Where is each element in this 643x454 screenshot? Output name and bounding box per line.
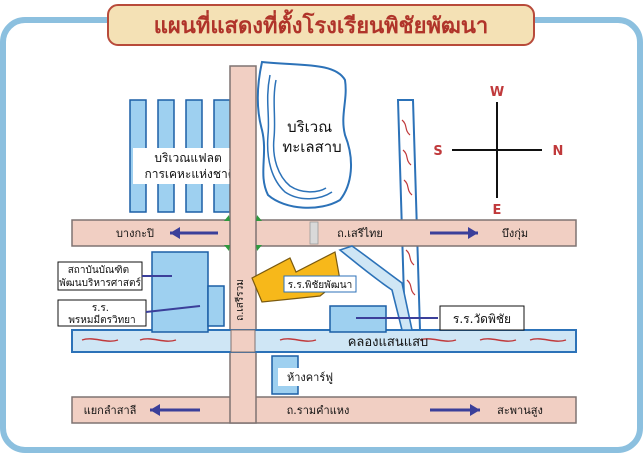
wat-phichai-label: ร.ร.วัดพิชัย	[453, 312, 511, 326]
stream-ripples	[401, 119, 416, 296]
lake-label-line2: ทะเลสาบ	[282, 138, 341, 156]
canal-waves	[81, 338, 567, 342]
compass-north: N	[553, 144, 564, 159]
phrommin-building	[207, 285, 225, 327]
nida-label-line2: พัฒนบริหารศาสตร์	[59, 277, 141, 289]
arrowhead	[150, 404, 160, 416]
roads	[71, 65, 577, 424]
seri-thai-road-label: ถ.เสรีไทย	[337, 227, 383, 240]
arrowhead	[468, 227, 478, 239]
canal-label: คลองแสนแสบ	[348, 335, 429, 350]
ramkhamhaeng-road	[71, 396, 577, 424]
compass-south: S	[433, 144, 442, 159]
road-labels: บางกะปิ ถ.เสรีไทย บึงกุ่ม ถ.เสรีรวม แยกล…	[84, 227, 543, 417]
seri-thai-road	[71, 219, 577, 247]
phichai-school: ร.ร.พิชัยพัฒนา	[251, 251, 357, 303]
seri-ruam-road-label: ถ.เสรีรวม	[234, 279, 246, 321]
lake-label: บริเวณ ทะเลสาบ	[282, 118, 341, 156]
nida-label-line1: สถาบันบัณฑิต	[68, 265, 129, 276]
school-waterway	[338, 245, 413, 331]
lake-contour	[266, 74, 333, 200]
compass-east: E	[493, 203, 502, 218]
nida-building	[151, 251, 209, 333]
nida-label-box	[57, 261, 143, 291]
phrommin-label-line1: ร.ร.	[92, 303, 109, 314]
school-label: ร.ร.พิชัยพัฒนา	[288, 280, 352, 291]
lake-label-line1: บริเวณ	[287, 118, 332, 136]
wat-phichai-label-box	[439, 305, 525, 331]
school-label-box	[283, 275, 357, 293]
road-junction	[231, 221, 255, 245]
map-title: แผนที่แสดงที่ตั้งโรงเรียนพิชัยพัฒนา	[154, 9, 489, 39]
saen-saep-canal: คลองแสนแสบ	[71, 329, 577, 353]
phrommin-label: ร.ร. พรหมมีตรวิทยา	[68, 303, 135, 326]
nida-label: สถาบันบัณฑิต พัฒนบริหารศาสตร์	[59, 265, 141, 289]
junction-islands	[224, 215, 262, 251]
crosswalk	[309, 221, 319, 245]
road-junction	[231, 398, 255, 422]
nida-area: สถาบันบัณฑิต พัฒนบริหารศาสตร์ ร.ร. พรหมม…	[57, 251, 225, 333]
ramkhamhaeng-road-label: ถ.รามคำแหง	[287, 404, 350, 417]
lake-contour	[272, 79, 327, 193]
arrowhead	[170, 227, 180, 239]
phrommin-label-line2: พรหมมีตรวิทยา	[68, 314, 135, 326]
canal-bridge	[230, 329, 256, 353]
flats-label-line1: บริเวณแฟลต	[154, 151, 221, 165]
flats-label-line2: การเคหะแห่งชาติ	[144, 167, 235, 181]
lake-shape	[256, 60, 352, 209]
carrefour-label: ห้างคาร์ฟู	[287, 371, 333, 384]
bang-kapi-label: บางกะปิ	[116, 227, 154, 240]
saphan-sung-label: สะพานสูง	[497, 404, 543, 417]
yaek-lam-sali-label: แยกลำสาลี	[84, 404, 137, 417]
compass-west: W	[490, 85, 504, 100]
compass: W E S N	[433, 85, 563, 218]
phrommin-pointer	[145, 305, 201, 313]
carrefour-area: ห้างคาร์ฟู	[271, 355, 342, 395]
phrommin-label-box	[57, 299, 147, 327]
title-box	[107, 4, 535, 46]
flats-label: บริเวณแฟลต การเคหะแห่งชาติ	[144, 151, 235, 181]
arrowhead	[470, 404, 480, 416]
lake-area: บริเวณ ทะเลสาบ	[256, 60, 352, 209]
carrefour-label-bg	[278, 368, 342, 386]
bueng-kum-label: บึงกุ่ม	[502, 227, 528, 240]
wat-phichai-area: ร.ร.วัดพิชัย	[329, 305, 525, 333]
